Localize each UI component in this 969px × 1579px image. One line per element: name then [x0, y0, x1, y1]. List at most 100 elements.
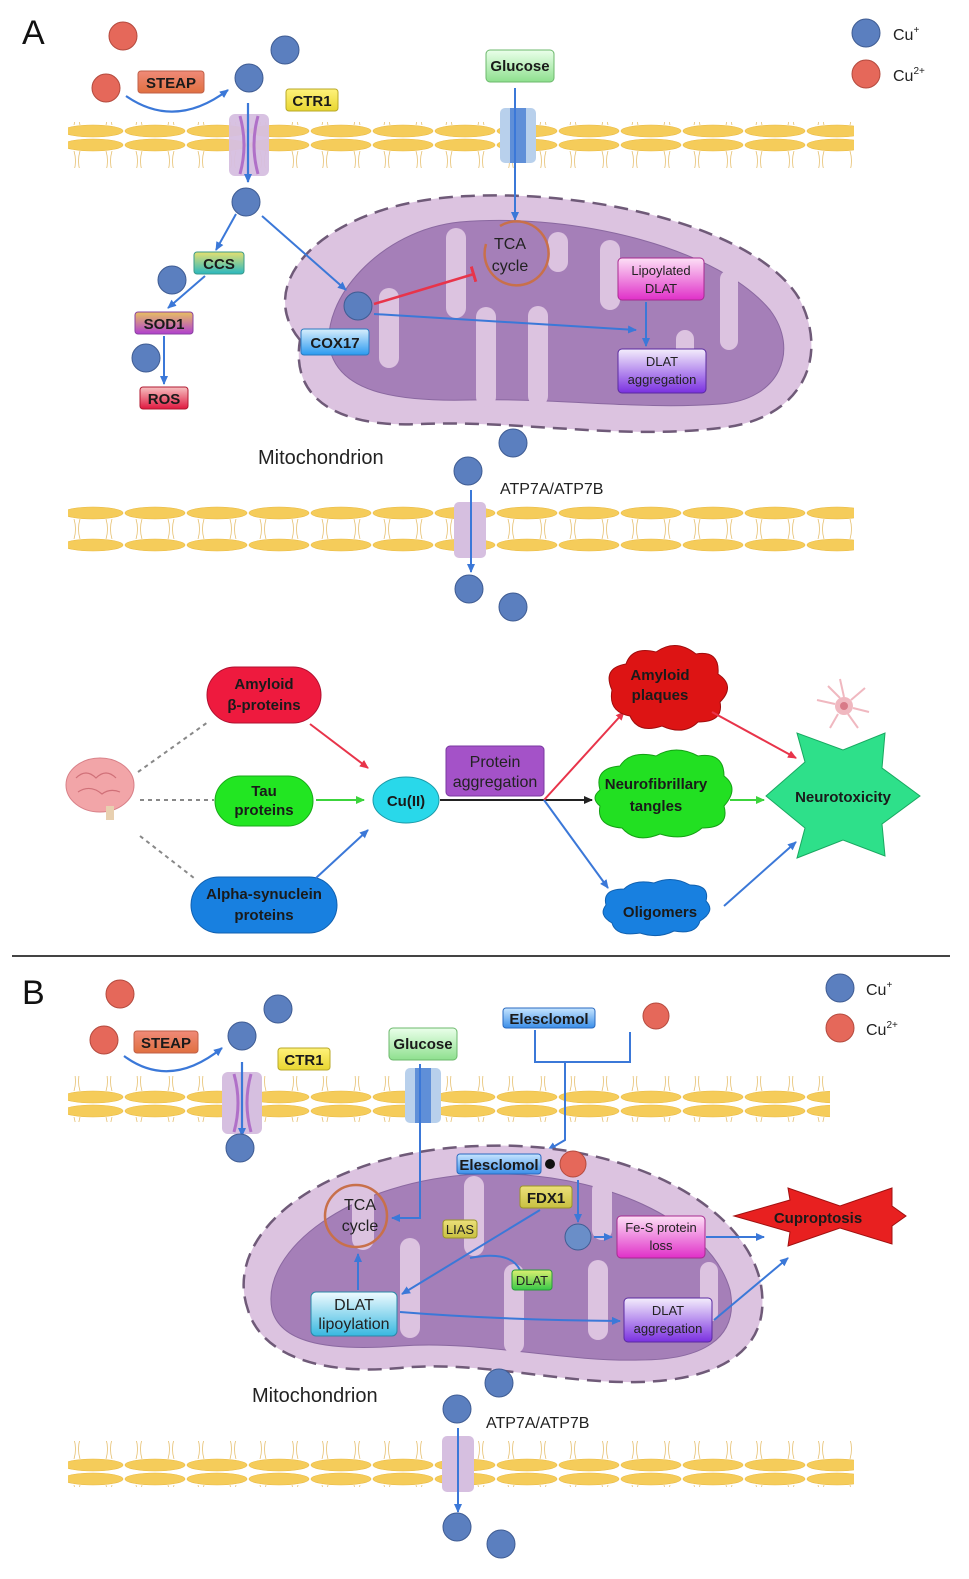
svg-text:lipoylation: lipoylation [318, 1316, 389, 1333]
panel-a-label: A [22, 14, 45, 52]
cu-2plus-legend-label: Cu2+ [866, 1020, 898, 1039]
elesclomol-box-outside: Elesclomol [502, 1007, 596, 1029]
panel-a: A Cu+ Cu2+ STEAP CTR1 [22, 14, 925, 937]
cu-2plus-legend-icon [825, 1013, 855, 1043]
cu1-ion [225, 1133, 255, 1163]
tca-cycle-b: TCA cycle [323, 1183, 389, 1249]
plaques-to-neurotox-arrow [711, 711, 797, 759]
cu1-ion [270, 35, 300, 65]
cu1-ion [131, 343, 161, 373]
svg-text:cycle: cycle [342, 1218, 379, 1235]
ctr1-label-box: CTR1 [285, 88, 339, 112]
atp7-label-b: ATP7A/ATP7B [486, 1415, 589, 1432]
svg-text:Elesclomol: Elesclomol [459, 1157, 538, 1174]
amyloid-beta-node: Amyloid β-proteins [206, 666, 322, 724]
to-oligomers-arrow [543, 799, 609, 889]
mitochondrion-label-b: Mitochondrion [252, 1385, 378, 1407]
glucose-box-b: Glucose [388, 1027, 458, 1061]
svg-text:Cuproptosis: Cuproptosis [774, 1210, 862, 1227]
aggregation-to-cuproptosis-arrow [713, 1257, 789, 1321]
ros-box: ROS [139, 386, 189, 410]
svg-text:CTR1: CTR1 [292, 93, 331, 110]
alpha-to-cu-arrow [315, 829, 369, 879]
mitochondrion-b [242, 1144, 764, 1384]
cu-plus-legend-icon [851, 18, 881, 48]
cu1-ion [157, 265, 187, 295]
oligomers-to-neurotox-arrow [723, 841, 797, 907]
cu2-ion [105, 979, 135, 1009]
svg-text:proteins: proteins [234, 802, 293, 819]
steap-box-b: STEAP [133, 1030, 199, 1054]
cu2-ion [91, 73, 121, 103]
legend-b: Cu+ Cu2+ [825, 973, 898, 1043]
svg-text:proteins: proteins [234, 907, 293, 924]
cu2-ion [642, 1002, 670, 1030]
svg-text:DLAT: DLAT [652, 1303, 684, 1318]
cu1-ion-cox17 [343, 291, 373, 321]
svg-text:Glucose: Glucose [393, 1036, 452, 1053]
cu1-ion [231, 187, 261, 217]
lipoylated-dlat-box: Lipoylated DLAT [617, 257, 705, 301]
cu1-ion [453, 456, 483, 486]
svg-text:aggregation: aggregation [453, 774, 538, 791]
svg-text:Protein: Protein [470, 754, 521, 771]
protein-aggregation-node: Protein aggregation [445, 745, 545, 797]
cox17-to-aggregation-arrow [373, 313, 637, 334]
tca-cycle-a: TCA cycle [483, 220, 550, 287]
dlat-link [469, 1254, 521, 1271]
dashed-link [139, 835, 195, 879]
cu1-ion [498, 592, 528, 622]
dashed-link [137, 721, 209, 773]
oligomers-node: Oligomers [602, 879, 711, 937]
cu-2plus-legend-icon [851, 59, 881, 89]
svg-text:Cu(II): Cu(II) [387, 793, 425, 810]
to-cox17-arrow [261, 215, 347, 291]
svg-text:TCA: TCA [344, 1197, 376, 1214]
svg-text:CTR1: CTR1 [284, 1052, 323, 1069]
svg-text:loss: loss [649, 1238, 673, 1253]
amyloid-to-cu-arrow [309, 723, 369, 769]
elesclomol-import-arrow [534, 1030, 631, 1150]
brain-icon [65, 757, 135, 820]
cu1-ion [454, 574, 484, 604]
svg-text:LIAS: LIAS [446, 1222, 475, 1237]
glucose-to-tca-arrow [391, 1064, 421, 1222]
dlat-aggregation-box-a: DLAT aggregation [617, 348, 707, 394]
svg-text:SOD1: SOD1 [144, 316, 185, 333]
svg-text:β-proteins: β-proteins [227, 697, 300, 714]
svg-text:Neurotoxicity: Neurotoxicity [795, 789, 892, 806]
dlat-box: DLAT [511, 1269, 553, 1291]
fes-protein-loss-box: Fe-S protein loss [616, 1215, 706, 1259]
lipoylation-to-aggregation-arrow [399, 1311, 621, 1325]
dlat-lipoylation-box: DLAT lipoylation [310, 1291, 398, 1337]
binding-dot-icon [545, 1159, 555, 1169]
panel-b-label: B [22, 974, 45, 1012]
cox17-box: COX17 [300, 328, 370, 356]
cu1-ion [263, 994, 293, 1024]
svg-text:aggregation: aggregation [628, 372, 697, 387]
svg-text:plaques: plaques [632, 687, 689, 704]
dlat-aggregation-box-b: DLAT aggregation [623, 1297, 713, 1343]
svg-text:Glucose: Glucose [490, 58, 549, 75]
steap-box: STEAP [137, 70, 205, 94]
cu-plus-legend-icon [825, 973, 855, 1003]
ccs-box: CCS [193, 251, 245, 275]
cu1-ion [486, 1529, 516, 1559]
neurotoxicity-node: Neurotoxicity [765, 732, 921, 859]
svg-text:Alpha-synuclein: Alpha-synuclein [206, 886, 322, 903]
svg-text:Elesclomol: Elesclomol [509, 1011, 588, 1028]
svg-text:ROS: ROS [148, 391, 181, 408]
svg-text:Lipoylated: Lipoylated [631, 263, 690, 278]
cu1-ion [227, 1021, 257, 1051]
svg-text:DLAT: DLAT [334, 1297, 374, 1314]
svg-text:TCA: TCA [494, 236, 526, 253]
svg-text:Oligomers: Oligomers [623, 904, 697, 921]
svg-text:STEAP: STEAP [141, 1035, 191, 1052]
svg-text:Tau: Tau [251, 783, 277, 800]
sod1-box: SOD1 [134, 311, 194, 335]
svg-text:Amyloid: Amyloid [234, 676, 293, 693]
cu-ii-node: Cu(II) [372, 776, 440, 824]
svg-text:cycle: cycle [492, 258, 529, 275]
svg-text:DLAT: DLAT [516, 1273, 548, 1288]
